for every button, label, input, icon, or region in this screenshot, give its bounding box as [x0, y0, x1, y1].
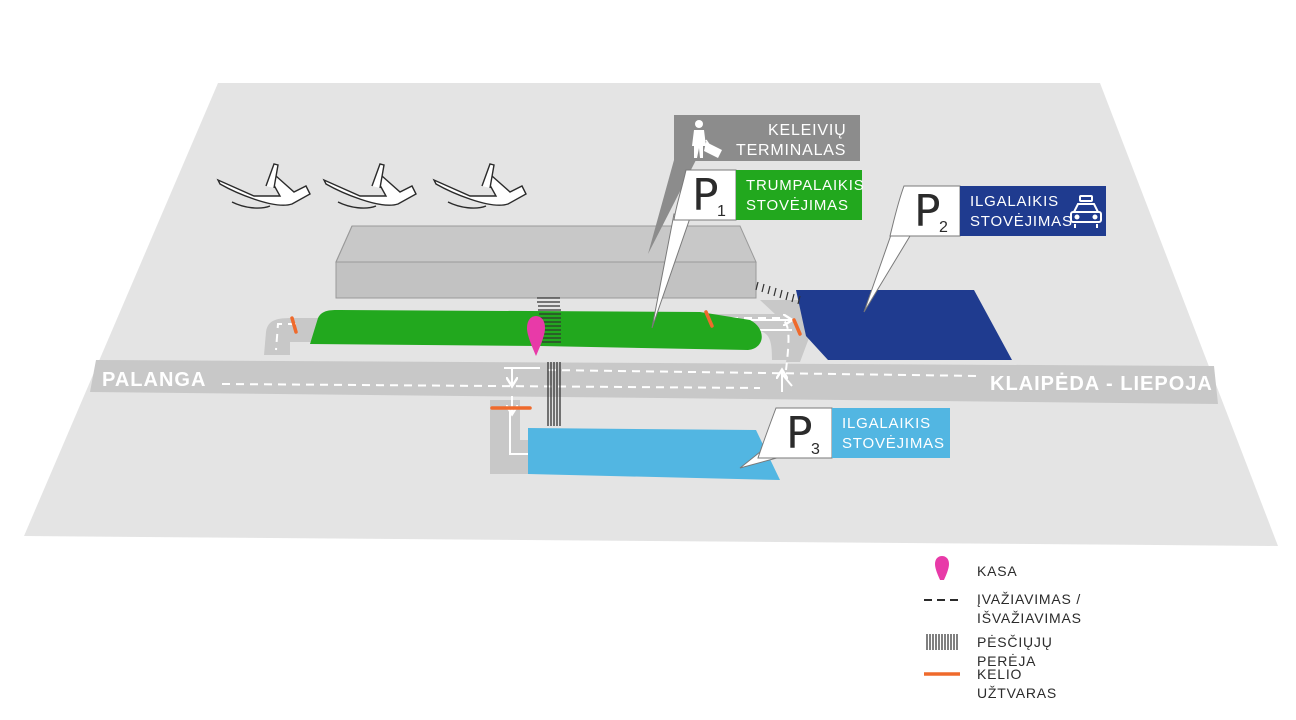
p3-line1: ILGALAIKIS: [842, 415, 931, 432]
pedestrian-crosswalk: [537, 297, 561, 343]
road-label-klaipeda-liepoja: KLAIPĖDA - LIEPOJA: [990, 372, 1213, 395]
p1-line1: TRUMPALAIKIS: [746, 177, 865, 194]
road-barrier: [290, 310, 802, 410]
p1-sign: P 1 TRUMPALAIKIS STOVĖJIMAS: [651, 169, 865, 329]
airplane-icon: [216, 163, 311, 209]
p1-letter: P: [692, 170, 719, 221]
p3-line2: STOVĖJIMAS: [842, 434, 945, 452]
p1-line2: STOVĖJIMAS: [746, 196, 849, 214]
p2-parking-zone: [796, 290, 1012, 360]
p3-number: 3: [811, 441, 820, 458]
legend-label: PĖSČIŲJŲ PERĖJA: [977, 634, 1053, 669]
p3-sign: P 3 ILGALAIKIS STOVĖJIMAS: [739, 407, 950, 469]
airplane-icon: [322, 163, 417, 209]
legend-label: KASA: [977, 563, 1018, 579]
terminal-sign-line2: TERMINALAS: [736, 142, 846, 159]
p2-line2: STOVĖJIMAS: [970, 212, 1073, 230]
terminal-building: [335, 225, 757, 299]
crosswalk-icon: [926, 634, 958, 650]
pedestrian-crosswalk: [547, 362, 561, 426]
main-road: [90, 360, 1218, 404]
p3-parking-zone: [528, 428, 780, 480]
legend-label: ĮVAŽIAVIMAS / IŠVAŽIAVIMAS: [977, 591, 1082, 626]
dashed-line-icon: [924, 599, 960, 601]
barrier-icon: [924, 672, 960, 676]
car-icon: [1070, 195, 1102, 228]
p2-line1: ILGALAIKIS: [970, 193, 1059, 210]
p2-number: 2: [939, 219, 948, 236]
p2-letter: P: [914, 186, 941, 237]
road-label-palanga: PALANGA: [102, 369, 206, 391]
p3-letter: P: [786, 408, 813, 459]
p2-sign: P 2 ILGALAIKIS STOVĖJIMAS: [863, 185, 1106, 313]
pedestrian-crosswalk: [755, 281, 801, 305]
traveller-with-suitcase-icon: [692, 120, 722, 158]
legend-label: KELIO UŽTVARAS: [977, 666, 1058, 701]
kasa-pin-icon: [527, 316, 545, 356]
terminal-sign: KELEIVIŲ TERMINALAS: [648, 115, 860, 254]
entry-exit-route: [221, 317, 981, 389]
airplane-icon: [432, 163, 527, 209]
terminal-sign-line1: KELEIVIŲ: [768, 122, 846, 139]
p1-number: 1: [717, 203, 726, 220]
pin-icon: [935, 556, 949, 580]
